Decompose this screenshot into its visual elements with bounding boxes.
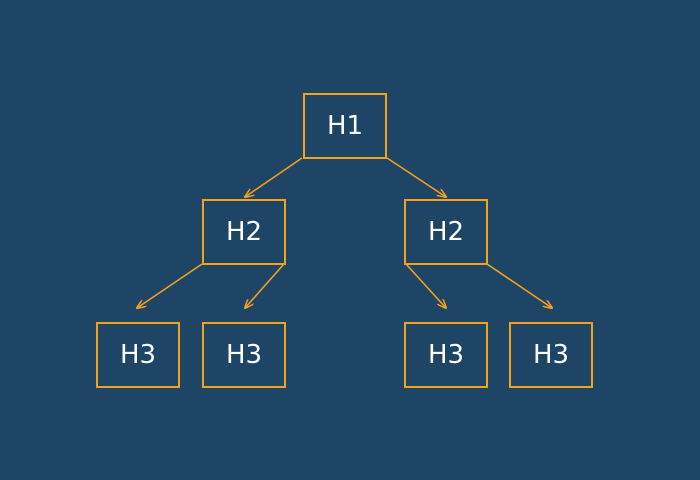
edge-left-to-left-right xyxy=(245,263,285,308)
edge-right-to-right-left xyxy=(405,263,446,308)
node-right: H2 xyxy=(404,199,488,265)
node-left: H2 xyxy=(202,199,286,265)
node-left-right: H3 xyxy=(202,322,286,388)
node-root: H1 xyxy=(303,93,387,159)
node-right-left: H3 xyxy=(404,322,488,388)
edge-left-to-left-left xyxy=(137,263,203,308)
edge-right-to-right-right xyxy=(486,263,552,308)
edge-root-to-right xyxy=(386,157,446,197)
node-right-right: H3 xyxy=(509,322,593,388)
node-left-left: H3 xyxy=(96,322,180,388)
edge-root-to-left xyxy=(245,157,303,197)
